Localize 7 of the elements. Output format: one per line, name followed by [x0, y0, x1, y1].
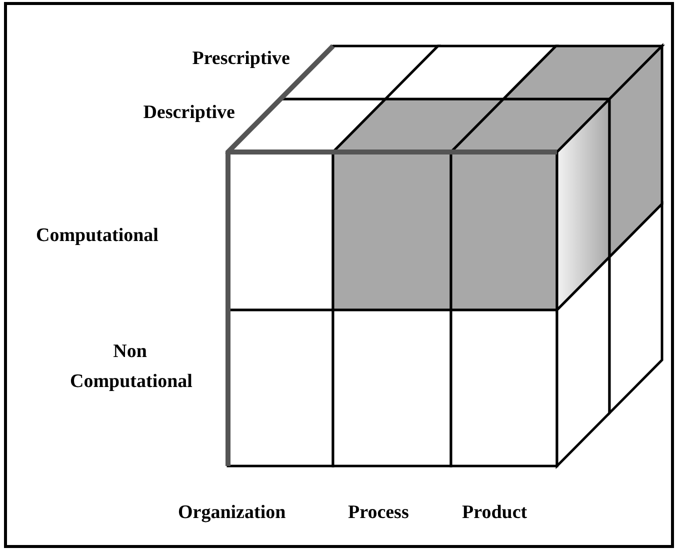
axis-label: Computational	[36, 224, 158, 248]
axis-label: Product	[462, 501, 528, 525]
axis-label: Descriptive	[143, 101, 235, 125]
axis-label: Organization	[178, 501, 286, 525]
axis-label: Prescriptive	[192, 47, 290, 71]
axis-label: Non Computational	[70, 340, 190, 394]
axis-label: Process	[348, 501, 409, 525]
